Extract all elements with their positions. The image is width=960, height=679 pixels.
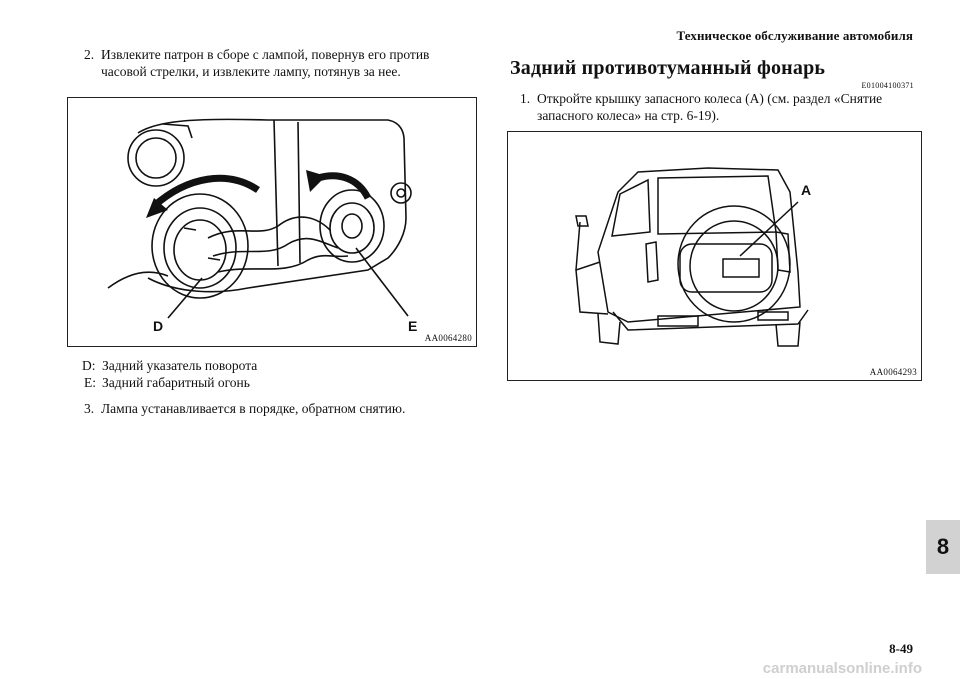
callout-d: D — [153, 318, 164, 334]
step-text-line1: Извлеките патрон в сборе с лампой, повер… — [101, 47, 430, 62]
step-number: 3. — [84, 401, 95, 416]
figure-spare-wheel: A AA0064293 — [507, 131, 922, 381]
step-2: 2. Извлеките патрон в сборе с лампой, по… — [84, 46, 484, 82]
step-text-line1: Откройте крышку запасного колеса (A) (см… — [537, 91, 883, 106]
step-number: 1. — [520, 91, 531, 106]
watermark: carmanualsonline.info — [762, 660, 922, 677]
step-text-line2: часовой стрелки, и извлеките лампу, потя… — [101, 64, 401, 79]
legend-key: E: — [84, 375, 96, 390]
step-3: 3. Лампа устанавливается в порядке, обра… — [84, 400, 484, 418]
callout-e: E — [408, 318, 418, 334]
step-1: 1. Откройте крышку запасного колеса (A) … — [520, 90, 920, 126]
step-text-line2: запасного колеса» на стр. 6-19). — [537, 108, 720, 123]
legend-key: D: — [82, 358, 96, 373]
step-number: 2. — [84, 47, 95, 62]
lamp-socket-illustration — [107, 118, 412, 319]
figure-code: AA0064280 — [424, 333, 472, 343]
legend-text: Задний габаритный огонь — [102, 375, 250, 390]
figure-code: AA0064293 — [869, 367, 917, 377]
chapter-tab: 8 — [926, 520, 960, 574]
legend-text: Задний указатель поворота — [102, 358, 258, 373]
step-text: Лампа устанавливается в порядке, обратно… — [101, 401, 406, 416]
running-header: Техническое обслуживание автомобиля — [676, 28, 913, 43]
page-number: 8-49 — [889, 641, 913, 656]
section-title: Задний противотуманный фонарь — [510, 57, 826, 79]
figure-lamp-sockets: D E AA0064280 — [67, 97, 477, 347]
suv-rear-illustration — [575, 167, 809, 347]
section-code: E01004100371 — [861, 81, 914, 90]
callout-a: A — [801, 182, 812, 198]
